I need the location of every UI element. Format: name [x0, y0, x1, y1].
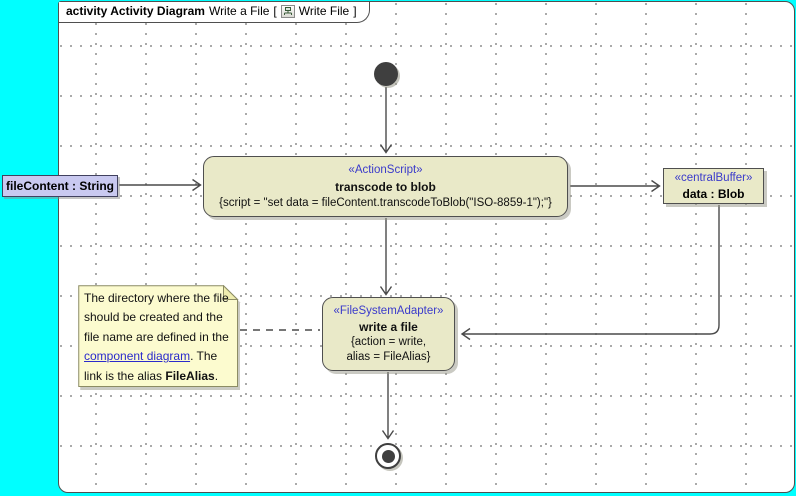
writefile-stereotype: «FileSystemAdapter» [333, 304, 444, 317]
activity-frame [58, 1, 795, 493]
note-text-end: . [214, 368, 219, 383]
final-node-core [381, 449, 395, 463]
frame-bracket-open: [ [273, 4, 277, 18]
frame-diagram-title: Write a File [208, 4, 270, 18]
buffer-name: data : Blob [682, 186, 745, 201]
note-bold-filealias: FileAlias [165, 368, 215, 383]
writefile-property-line2: alias = FileAlias} [346, 350, 431, 363]
writefile-property-line1: {action = write, [350, 335, 427, 348]
object-node-filecontent[interactable]: fileContent : String [2, 175, 118, 197]
central-buffer-data-blob[interactable]: «centralBuffer» data : Blob [663, 168, 764, 204]
initial-node[interactable] [374, 62, 398, 86]
frame-title-tab: activity Activity Diagram Write a File [… [59, 2, 370, 23]
action-transcode-to-blob[interactable]: «ActionScript» transcode to blob {script… [203, 156, 568, 217]
component-diagram-link[interactable]: component diagram [84, 349, 191, 364]
frame-kind-label: activity Activity Diagram [66, 4, 205, 18]
activity-final-node[interactable] [375, 443, 401, 469]
activity-diagram-icon [280, 4, 295, 18]
writefile-name: write a file [359, 319, 418, 334]
object-flow-filecontent-to-transcode[interactable] [119, 178, 202, 192]
note-shape [78, 284, 239, 387]
object-flow-transcode-to-buffer[interactable] [570, 179, 661, 193]
frame-bracket-close: ] [353, 4, 357, 18]
control-flow-initial-to-transcode[interactable] [379, 87, 393, 154]
control-flow-transcode-to-writefile[interactable] [379, 218, 393, 296]
transcode-stereotype: «ActionScript» [348, 163, 423, 176]
note-text-after-link: . The link is the alias [84, 349, 218, 383]
transcode-name: transcode to blob [335, 179, 436, 194]
note-text-before-link: The directory where the file should be c… [84, 291, 229, 344]
control-flow-writefile-to-final[interactable] [381, 372, 395, 440]
filecontent-label: fileContent : String [6, 179, 114, 193]
object-flow-buffer-to-writefile[interactable] [460, 205, 720, 341]
frame-view-name: Write File [298, 4, 350, 18]
note-text: The directory where the file should be c… [84, 289, 235, 386]
note[interactable]: The directory where the file should be c… [78, 284, 242, 391]
action-write-a-file[interactable]: «FileSystemAdapter» write a file {action… [322, 297, 455, 371]
buffer-stereotype: «centralBuffer» [674, 171, 753, 184]
transcode-property: {script = "set data = fileContent.transc… [219, 196, 552, 209]
